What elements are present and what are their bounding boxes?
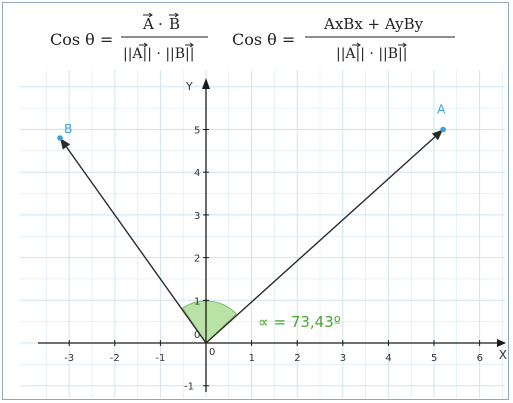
point-a xyxy=(440,126,446,133)
formula1-num-dot: · xyxy=(158,15,163,33)
y-tick-label: 5 xyxy=(194,126,200,137)
formula1-lhs: Cos θ = xyxy=(50,30,113,49)
formula2-lhs: Cos θ = xyxy=(232,30,295,49)
angle-sector-fill xyxy=(182,300,237,344)
angle-sector xyxy=(182,300,237,344)
point-b xyxy=(57,135,63,141)
x-tick-label: -1 xyxy=(155,353,165,364)
vector-arrow-icon xyxy=(139,42,194,48)
vector-arrow-icon xyxy=(352,42,407,48)
diagram-frame xyxy=(2,2,509,400)
axes xyxy=(38,78,506,392)
vector-b-arrowhead-icon xyxy=(60,138,71,150)
vector-a-arrowhead-icon xyxy=(431,129,444,141)
x-tick-label: 4 xyxy=(385,353,391,364)
y-axis-label: Y xyxy=(185,80,193,93)
y-tick-label: -1 xyxy=(184,382,194,393)
vectors xyxy=(57,126,446,344)
x-tick-label: -2 xyxy=(110,353,120,364)
x-tick-label: 6 xyxy=(477,353,483,364)
grid xyxy=(20,70,505,398)
x-tick-label: 1 xyxy=(249,353,255,364)
formula1-num-b: B xyxy=(169,15,180,33)
formula-header: Cos θ = A · B ||A|| · ||B|| Cos θ = AxBx… xyxy=(50,12,455,62)
x-axis-arrow-icon xyxy=(497,339,506,347)
formula2-numerator: AxBx + AyBy xyxy=(323,15,424,33)
y-tick-label: 1 xyxy=(194,296,200,307)
x-tick-label: 3 xyxy=(340,353,346,364)
y-tick-label: 3 xyxy=(194,211,200,222)
y-tick-label: 4 xyxy=(194,168,200,179)
formula1-num-a: A xyxy=(142,15,154,33)
x-tick-label: -3 xyxy=(64,353,74,364)
x-axis-label: X xyxy=(499,348,507,362)
point-b-label: B xyxy=(64,122,72,136)
vector-arrow-icon xyxy=(143,12,179,18)
x-tick-label: 5 xyxy=(431,353,437,364)
x-tick-label: 0 xyxy=(209,347,215,358)
y-tick-label: 2 xyxy=(194,254,200,265)
vector-b-line xyxy=(65,146,207,344)
vector-a-line xyxy=(205,136,436,344)
x-tick-label: 2 xyxy=(294,353,300,364)
formula2-denominator: ||A|| · ||B|| xyxy=(336,46,407,62)
point-a-label: A xyxy=(437,103,446,117)
y-axis-arrow-icon xyxy=(202,78,210,89)
angle-label: ∝ = 73,43º xyxy=(258,313,341,331)
origin-label: 0 xyxy=(194,330,200,341)
formula1-denominator: ||A|| · ||B|| xyxy=(123,46,194,62)
